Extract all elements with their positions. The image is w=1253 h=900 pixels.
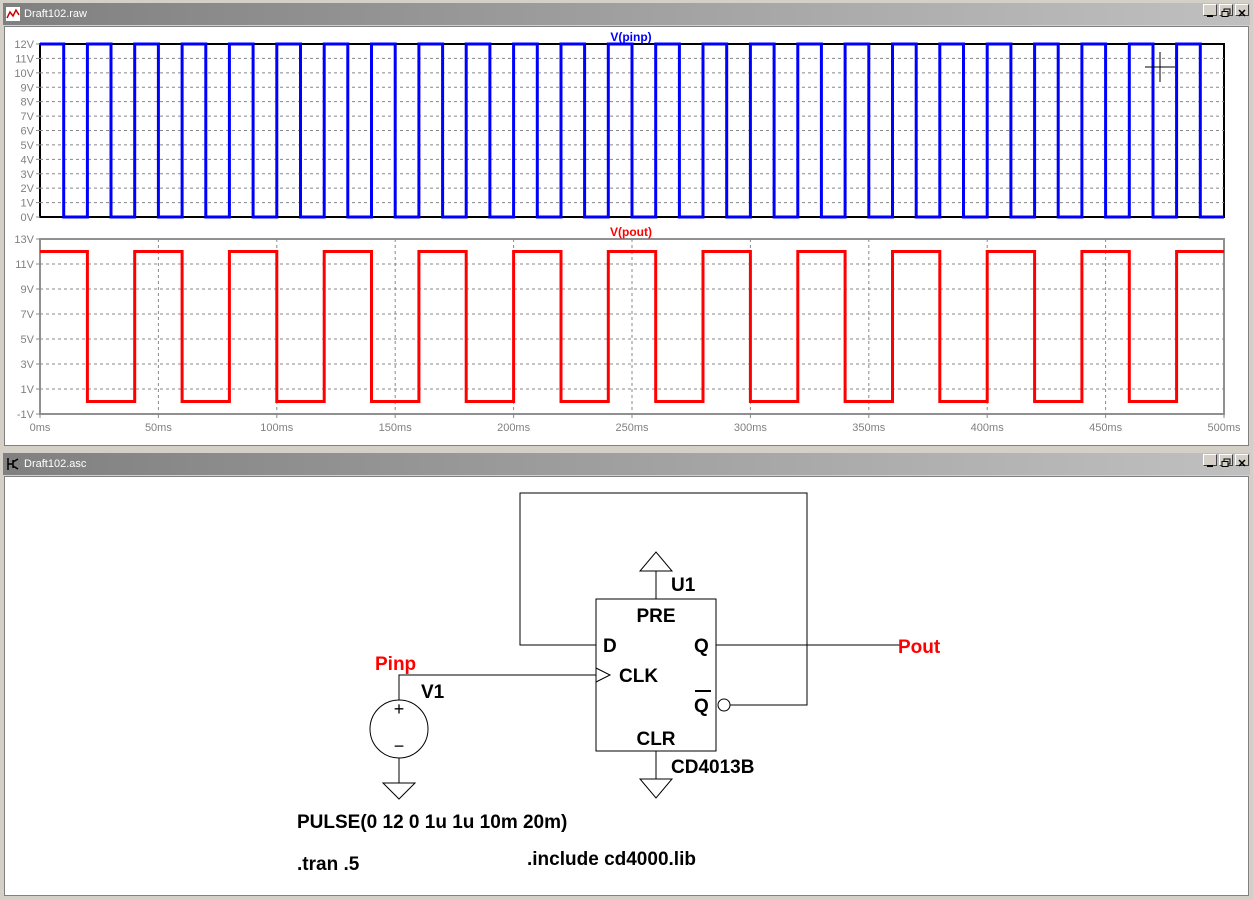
x-tick-label: 100ms <box>260 422 294 434</box>
y-tick-label: 11V <box>15 259 34 271</box>
schematic-window-controls <box>1203 454 1249 467</box>
x-tick-label: 500ms <box>1207 422 1241 434</box>
input-wire[interactable] <box>398 674 596 701</box>
x-tick-label: 400ms <box>971 422 1005 434</box>
x-tick-label: 200ms <box>497 422 531 434</box>
trace-vpinp[interactable] <box>40 42 1224 219</box>
x-tick-label: 50ms <box>145 422 172 434</box>
y-tick-label: 1V <box>21 384 35 396</box>
pin-q-label: Q <box>694 636 709 657</box>
minimize-button[interactable] <box>1203 4 1217 17</box>
y-tick-label: 12V <box>14 39 34 51</box>
y-tick-label: 7V <box>21 309 35 321</box>
pin-pre-label: PRE <box>636 606 675 627</box>
x-tick-label: 350ms <box>852 422 886 434</box>
ground-icon <box>381 782 417 800</box>
restore-icon <box>1221 8 1231 17</box>
minimize-icon <box>1207 15 1213 17</box>
source-minus-icon: − <box>394 736 405 756</box>
schematic-window: Draft102.asc <box>0 450 1253 900</box>
y-tick-label: 4V <box>21 154 35 166</box>
x-tick-label: 300ms <box>734 422 768 434</box>
y-tick-label: 11V <box>15 53 34 65</box>
x-tick-label: 150ms <box>379 422 413 434</box>
net-label-pout[interactable]: Pout <box>898 637 941 658</box>
minimize-icon <box>1207 465 1213 467</box>
schematic-drawing[interactable]: PRE D CLK Q Q CLR U1 CD4013B + − V1 Pinp… <box>5 477 1248 895</box>
y-tick-label: 5V <box>21 140 35 152</box>
maximize-button[interactable] <box>1219 454 1233 467</box>
schematic-icon <box>7 458 19 470</box>
component-part-label[interactable]: CD4013B <box>671 757 754 778</box>
close-icon <box>1238 9 1246 17</box>
crosshair-cursor-icon <box>1145 52 1175 82</box>
y-tick-label: 10V <box>14 68 34 80</box>
vdd-arrow-icon <box>638 551 674 572</box>
y-tick-label: 9V <box>21 284 35 296</box>
waveform-window: Draft102.raw 12V 11V 10V 9V 8V 7V 6V 5V 4V 3V 2V 1V… <box>3 3 1250 446</box>
maximize-button[interactable] <box>1219 4 1233 17</box>
y-tick-label: 8V <box>21 97 35 109</box>
waveform-window-controls <box>1203 4 1249 17</box>
y-tick-label: 7V <box>21 111 35 123</box>
trace-label-vpinp[interactable]: V(pinp) <box>610 30 651 44</box>
y-tick-label: 6V <box>21 126 35 138</box>
trace-label-vpout[interactable]: V(pout) <box>610 225 652 239</box>
waveform-window-title: Draft102.raw <box>24 8 87 20</box>
y-tick-label: 3V <box>21 359 35 371</box>
schematic-window-title: Draft102.asc <box>24 458 87 470</box>
plot-vpinp[interactable]: 12V 11V 10V 9V 8V 7V 6V 5V 4V 3V 2V 1V 0V V(pinp) <box>14 30 1225 224</box>
restore-icon <box>1221 458 1231 467</box>
y-tick-label: -1V <box>17 409 35 421</box>
pin-clk-label: CLK <box>619 666 658 687</box>
source-value-label[interactable]: PULSE(0 12 0 1u 1u 10m 20m) <box>297 812 567 833</box>
flip-flop-symbol[interactable] <box>595 598 717 752</box>
y-tick-label: 5V <box>21 334 35 346</box>
net-label-pinp[interactable]: Pinp <box>375 654 416 675</box>
close-button[interactable] <box>1235 4 1249 17</box>
component-ref-label[interactable]: U1 <box>671 575 696 596</box>
pin-clr-label: CLR <box>636 729 675 750</box>
x-tick-label: 0ms <box>30 422 51 434</box>
inversion-bubble-icon <box>717 698 731 712</box>
y-tick-label: 2V <box>21 183 35 195</box>
source-plus-icon: + <box>394 699 405 719</box>
close-icon <box>1238 459 1246 467</box>
close-button[interactable] <box>1235 454 1249 467</box>
waveform-plots[interactable]: 12V 11V 10V 9V 8V 7V 6V 5V 4V 3V 2V 1V 0V V(pinp) 13V… <box>5 27 1248 445</box>
waveform-plot-area[interactable]: 12V 11V 10V 9V 8V 7V 6V 5V 4V 3V 2V 1V 0V V(pinp) 13V… <box>4 26 1249 446</box>
vss-arrow-icon <box>638 778 674 799</box>
waveform-icon <box>5 6 21 22</box>
y-tick-label: 1V <box>21 198 35 210</box>
x-tick-label: 450ms <box>1089 422 1123 434</box>
tran-directive[interactable]: .tran .5 <box>297 854 360 875</box>
clock-input-icon <box>595 667 612 683</box>
schematic-window-titlebar[interactable]: Draft102.asc <box>3 453 1250 475</box>
pin-d-label: D <box>603 636 617 657</box>
trace-vpout[interactable] <box>40 250 1224 403</box>
include-directive[interactable]: .include cd4000.lib <box>527 849 696 870</box>
waveform-window-titlebar[interactable]: Draft102.raw <box>3 3 1250 25</box>
pin-qbar-label: Q <box>694 696 709 717</box>
y-tick-label: 0V <box>21 212 35 224</box>
minimize-button[interactable] <box>1203 454 1217 467</box>
source-ref-label[interactable]: V1 <box>421 682 445 703</box>
schematic-canvas[interactable]: PRE D CLK Q Q CLR U1 CD4013B + − V1 Pinp… <box>4 476 1249 896</box>
y-tick-label: 3V <box>21 169 35 181</box>
feedback-wire[interactable] <box>519 492 808 706</box>
x-tick-label: 250ms <box>615 422 649 434</box>
y-tick-label: 13V <box>14 234 34 246</box>
y-tick-label: 9V <box>21 82 35 94</box>
